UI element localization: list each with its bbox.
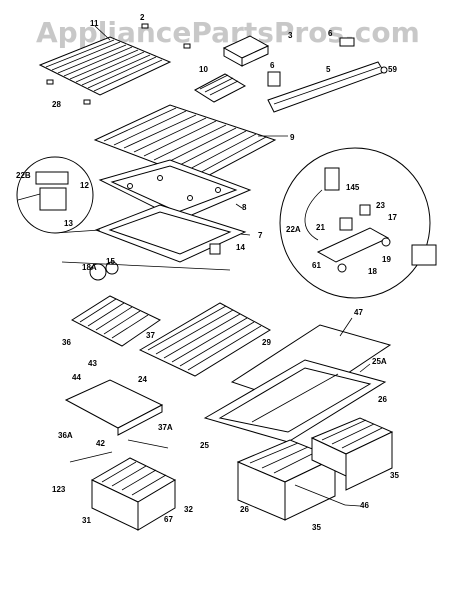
- callout-8: 8: [242, 203, 247, 212]
- callout-42: 42: [96, 439, 105, 448]
- callout-12: 12: [80, 181, 89, 190]
- callout-47: 47: [354, 308, 363, 317]
- leader: [54, 229, 101, 234]
- shelf-peg: [141, 23, 149, 29]
- callout-32: 32: [184, 505, 193, 514]
- callout-6b: 6: [270, 61, 275, 70]
- callout-18a: 18A: [82, 263, 97, 272]
- callout-22a: 22A: [286, 225, 301, 234]
- callout-145: 145: [346, 183, 360, 192]
- callout-36a: 36A: [58, 431, 73, 440]
- callout-10: 10: [199, 65, 208, 74]
- wire-shelf: [138, 302, 272, 377]
- small-parts: [89, 261, 119, 281]
- callout-44: 44: [72, 373, 81, 382]
- callout-23: 23: [376, 201, 385, 210]
- callout-35: 35: [390, 471, 399, 480]
- callout-21: 21: [316, 223, 325, 232]
- callout-123: 123: [52, 485, 66, 494]
- callout-61: 61: [312, 261, 321, 270]
- shelf-frame: [98, 159, 252, 221]
- door-clip: [339, 37, 355, 47]
- callout-36: 36: [62, 338, 71, 347]
- crisper-cover-frame: [94, 204, 247, 263]
- callout-67: 67: [164, 515, 173, 524]
- callout-18: 18: [368, 267, 377, 276]
- callout-59: 59: [388, 65, 397, 74]
- shelf-peg: [183, 43, 191, 49]
- callout-28: 28: [52, 100, 61, 109]
- callout-25: 25: [200, 441, 209, 450]
- callout-31: 31: [82, 516, 91, 525]
- callout-6: 6: [328, 29, 333, 38]
- callout-15: 15: [106, 257, 115, 266]
- rail: [127, 439, 169, 449]
- light-assembly-inset: [279, 147, 431, 299]
- callout-5: 5: [326, 65, 331, 74]
- crisper-drawer-left: [236, 439, 337, 521]
- callout-19: 19: [382, 255, 391, 264]
- callout-26b: 26: [240, 505, 249, 514]
- small-wire-shelf: [70, 295, 161, 347]
- callout-11: 11: [90, 19, 99, 28]
- callout-2: 2: [140, 13, 145, 22]
- callout-9: 9: [290, 133, 295, 142]
- callout-13: 13: [64, 219, 73, 228]
- callout-17: 17: [388, 213, 397, 222]
- egg-tray: [194, 73, 247, 103]
- glass-shelf-upper: [93, 104, 277, 181]
- callout-24: 24: [138, 375, 147, 384]
- light-socket: [411, 244, 437, 266]
- top-wire-shelf: [38, 36, 172, 96]
- rail-clip: [267, 71, 281, 87]
- callout-25a: 25A: [372, 357, 387, 366]
- callout-14: 14: [236, 243, 245, 252]
- callout-26: 26: [378, 395, 387, 404]
- callout-35b: 35: [312, 523, 321, 532]
- shelf-peg: [83, 99, 91, 105]
- callout-29: 29: [262, 338, 271, 347]
- callout-37: 37: [146, 331, 155, 340]
- crisper-drawer-right: [310, 417, 394, 491]
- deli-tray-cover: [64, 379, 164, 436]
- callout-46: 46: [360, 501, 369, 510]
- detail-inset-left: [16, 156, 94, 234]
- callout-22b: 22B: [16, 171, 31, 180]
- screw: [380, 66, 388, 74]
- crisper-cover-frame-lower: [203, 359, 387, 443]
- clip: [209, 243, 221, 255]
- leader: [61, 261, 231, 271]
- callout-3: 3: [288, 31, 293, 40]
- deli-drawer: [90, 457, 177, 531]
- callout-7: 7: [258, 231, 263, 240]
- callout-37a: 37A: [158, 423, 173, 432]
- drawer-rail: [69, 451, 113, 463]
- butter-compartment: [222, 35, 270, 67]
- shelf-peg: [46, 79, 54, 85]
- leader-lines: [94, 25, 371, 507]
- callout-43: 43: [88, 359, 97, 368]
